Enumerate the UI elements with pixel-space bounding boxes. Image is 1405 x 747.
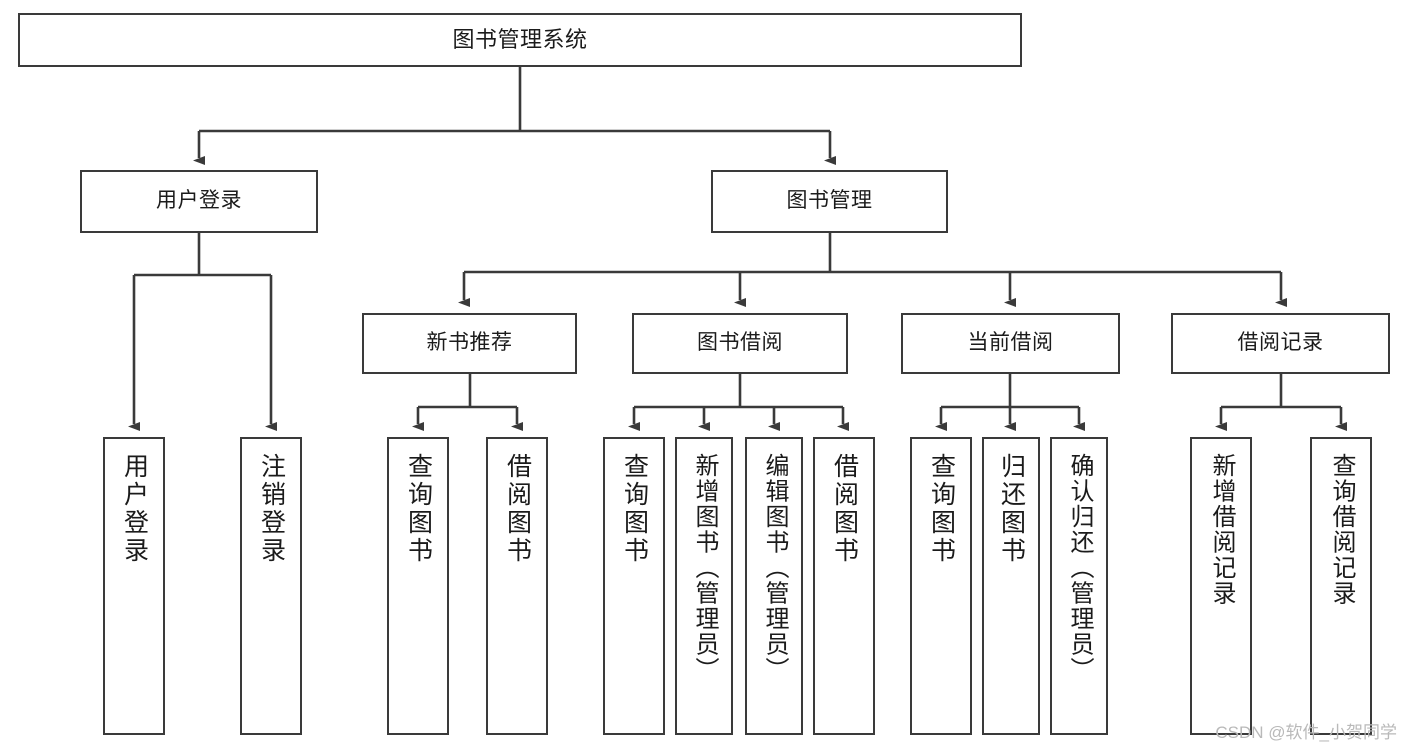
leaf-return-book[interactable]: 归还图书 xyxy=(982,437,1040,735)
leaf-user-login[interactable]: 用户登录 xyxy=(103,437,165,735)
node-label: 新书推荐 xyxy=(426,331,513,355)
csdn-watermark: CSDN @软件_小贺同学 xyxy=(1215,723,1397,742)
node-label: 图书借阅 xyxy=(697,331,783,355)
node-label: 新增借阅记录 xyxy=(1207,453,1235,606)
node-label: 借阅图书 xyxy=(830,453,859,565)
node-book-borrow[interactable]: 图书借阅 xyxy=(632,313,848,374)
leaf-add-record[interactable]: 新增借阅记录 xyxy=(1190,437,1252,735)
node-label: 注销登录 xyxy=(257,453,286,565)
node-label: 查询借阅记录 xyxy=(1327,453,1355,606)
leaf-logout-login[interactable]: 注销登录 xyxy=(240,437,302,735)
leaf-borrow-book-2[interactable]: 借阅图书 xyxy=(813,437,875,735)
node-label: 用户登录 xyxy=(156,189,242,213)
node-label: 归还图书 xyxy=(997,453,1026,565)
leaf-query-book-1[interactable]: 查询图书 xyxy=(387,437,449,735)
node-label: 借阅记录 xyxy=(1237,331,1324,355)
leaf-borrow-book-1[interactable]: 借阅图书 xyxy=(486,437,548,735)
node-label: 用户登录 xyxy=(120,453,149,565)
leaf-query-book-3[interactable]: 查询图书 xyxy=(910,437,972,735)
leaf-edit-book[interactable]: 编辑图书（管理员） xyxy=(745,437,803,735)
node-user-login[interactable]: 用户登录 xyxy=(80,170,318,233)
node-root-system[interactable]: 图书管理系统 xyxy=(18,13,1022,67)
node-borrow-record[interactable]: 借阅记录 xyxy=(1171,313,1390,374)
node-label: 借阅图书 xyxy=(503,453,532,565)
node-label: 查询图书 xyxy=(927,453,956,565)
leaf-query-record[interactable]: 查询借阅记录 xyxy=(1310,437,1372,735)
node-label: 查询图书 xyxy=(620,453,649,565)
leaf-query-book-2[interactable]: 查询图书 xyxy=(603,437,665,735)
node-label: 图书管理 xyxy=(786,189,873,213)
leaf-add-book[interactable]: 新增图书（管理员） xyxy=(675,437,733,735)
node-label: 查询图书 xyxy=(404,453,433,565)
node-current-borrow[interactable]: 当前借阅 xyxy=(901,313,1120,374)
node-book-manage[interactable]: 图书管理 xyxy=(711,170,948,233)
node-label: 当前借阅 xyxy=(967,331,1054,355)
node-label: 图书管理系统 xyxy=(452,27,588,53)
node-new-book-rec[interactable]: 新书推荐 xyxy=(362,313,577,374)
node-label: 确认归还（管理员） xyxy=(1065,453,1093,683)
node-label: 编辑图书（管理员） xyxy=(760,453,788,683)
leaf-confirm-return[interactable]: 确认归还（管理员） xyxy=(1050,437,1108,735)
node-label: 新增图书（管理员） xyxy=(690,453,718,683)
